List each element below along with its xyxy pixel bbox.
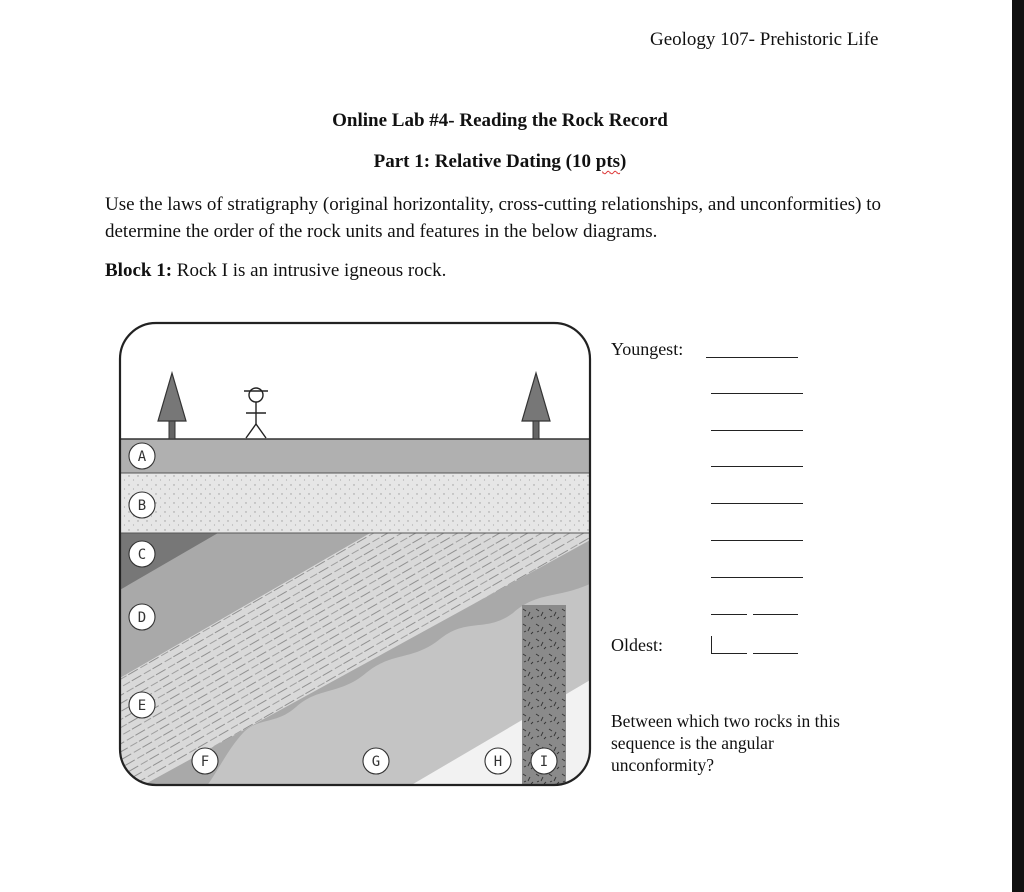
answer-blank-5[interactable] [711,503,803,504]
unconformity-question: Between which two rocks in this sequence… [611,710,881,776]
answer-blank-9a[interactable] [711,653,747,654]
answer-blank-1[interactable] [706,357,798,358]
oldest-label: Oldest: [611,635,663,656]
part-title-prefix: Part 1: Relative Dating (10 [374,151,596,172]
label-e: E [138,698,146,714]
tree-right-trunk [533,421,539,439]
youngest-label: Youngest: [611,339,683,360]
label-d: D [138,610,146,626]
answer-blank-8a[interactable] [711,614,747,615]
answer-blank-9b[interactable] [753,653,798,654]
label-f: F [201,754,209,770]
course-title: Geology 107- Prehistoric Life [650,29,878,51]
tree-left-trunk [169,421,175,439]
rock-cross-section [118,321,592,787]
part-title-pts: pts [596,151,620,172]
answer-blank-4[interactable] [711,466,803,467]
block-label: Block 1: [105,260,172,281]
block-note: Block 1: Rock I is an intrusive igneous … [105,260,446,282]
text-cursor [711,636,712,653]
label-i: I [540,754,548,770]
answer-blank-8b[interactable] [753,614,798,615]
label-a: A [138,449,147,465]
block-diagram: A B C D E F G H I [118,321,592,787]
label-b: B [138,498,146,514]
layer-a [118,439,592,473]
page-edge [1012,0,1024,892]
label-g: G [372,754,380,770]
label-h: H [494,754,502,770]
answer-blank-2[interactable] [711,393,803,394]
label-c: C [138,547,146,563]
layer-b-texture [118,473,592,533]
answer-blank-7[interactable] [711,577,803,578]
answer-blank-6[interactable] [711,540,803,541]
part-title-suffix: ) [620,151,626,172]
block-text: Rock I is an intrusive igneous rock. [172,260,446,281]
answer-blank-3[interactable] [711,430,803,431]
part-title: Part 1: Relative Dating (10 pts) [0,151,1000,173]
instructions: Use the laws of stratigraphy (original h… [105,191,885,245]
sky [118,321,592,439]
lab-title: Online Lab #4- Reading the Rock Record [0,110,1000,132]
